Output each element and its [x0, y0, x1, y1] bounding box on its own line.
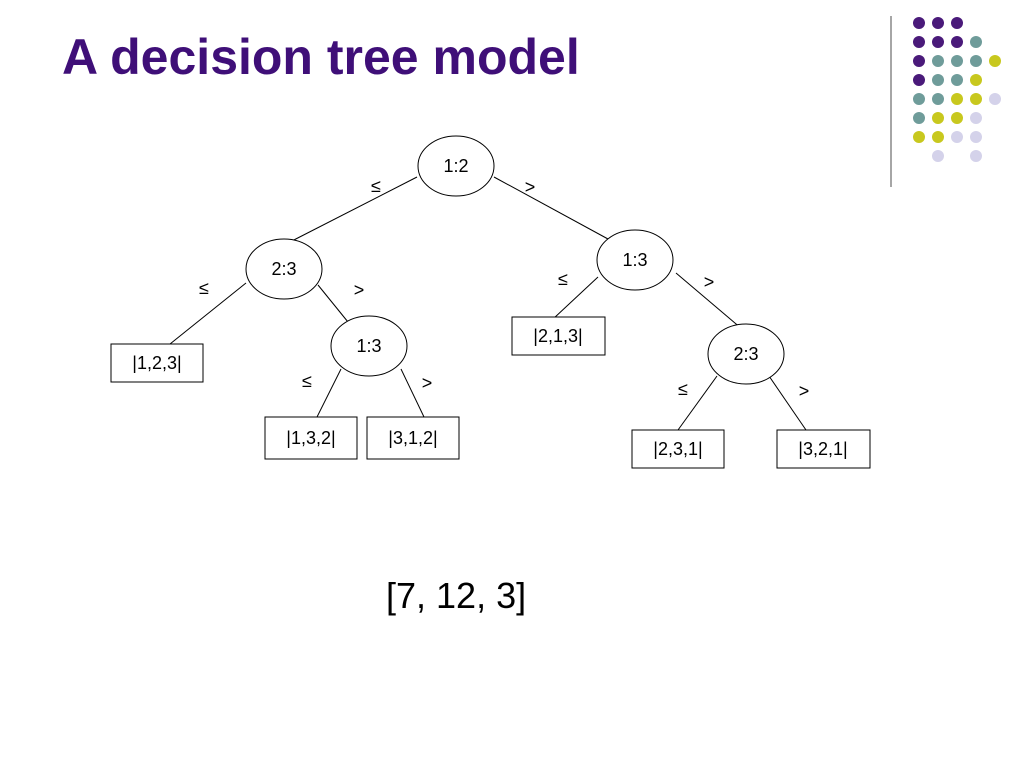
node-label: 1:3: [356, 336, 381, 356]
edge-label-gt: >: [799, 381, 810, 401]
dot: [970, 36, 982, 48]
edge-label-le: ≤: [199, 278, 209, 298]
edge-label-gt: >: [354, 280, 365, 300]
leaf-box: [631, 429, 725, 469]
edge: [285, 176, 418, 245]
slide-title: A decision tree model: [62, 29, 580, 85]
tree-leaf: |2,1,3|: [511, 316, 606, 356]
dot: [932, 112, 944, 124]
dot: [913, 74, 925, 86]
tree-node-left: 2:3: [245, 238, 323, 300]
edge: [316, 368, 342, 418]
leaf-box: [366, 416, 460, 460]
dot: [913, 17, 925, 29]
edge: [768, 375, 807, 431]
dot: [913, 93, 925, 105]
dot: [913, 131, 925, 143]
edge: [675, 272, 743, 330]
dot: [913, 55, 925, 67]
leaf-label: |1,2,3|: [132, 353, 181, 373]
tree-leaf: |1,3,2|: [264, 416, 358, 460]
edge: [400, 368, 425, 418]
dot: [970, 93, 982, 105]
tree-edges: [169, 176, 807, 431]
edge-label-le: ≤: [302, 371, 312, 391]
dot: [932, 74, 944, 86]
edge: [317, 284, 349, 323]
node-ellipse: [330, 315, 408, 377]
node-ellipse: [245, 238, 323, 300]
leaf-label: |2,1,3|: [533, 326, 582, 346]
tree-leaf: |3,1,2|: [366, 416, 460, 460]
leaf-label: |3,1,2|: [388, 428, 437, 448]
edge-labels: ≤ > ≤ > ≤ > ≤ > ≤ >: [199, 176, 809, 401]
edge: [677, 375, 718, 431]
node-ellipse: [417, 135, 495, 197]
dot-grid: [913, 17, 1001, 162]
leaf-box: [264, 416, 358, 460]
node-label: 2:3: [733, 344, 758, 364]
dot: [913, 112, 925, 124]
dot: [951, 17, 963, 29]
edge-label-gt: >: [422, 373, 433, 393]
node-label: 2:3: [271, 259, 296, 279]
tree-node-right-right: 2:3: [707, 323, 785, 385]
dot: [932, 36, 944, 48]
dot: [951, 55, 963, 67]
dot: [913, 36, 925, 48]
leaf-label: |2,3,1|: [653, 439, 702, 459]
dot: [951, 74, 963, 86]
dot: [932, 55, 944, 67]
tree-leaf: |1,2,3|: [110, 343, 204, 383]
dot: [970, 74, 982, 86]
dot: [932, 93, 944, 105]
leaf-label: |3,2,1|: [798, 439, 847, 459]
leaf-box: [776, 429, 871, 469]
node-ellipse: [707, 323, 785, 385]
edge: [169, 282, 247, 345]
edge: [552, 276, 599, 320]
dot: [932, 131, 944, 143]
dot: [951, 36, 963, 48]
dot: [989, 55, 1001, 67]
dot: [951, 93, 963, 105]
edge-label-le: ≤: [558, 269, 568, 289]
tree-leaf: |3,2,1|: [776, 429, 871, 469]
example-input-array: [7, 12, 3]: [386, 575, 527, 616]
tree-leaf: |2,3,1|: [631, 429, 725, 469]
tree-node-left-right: 1:3: [330, 315, 408, 377]
dot: [951, 112, 963, 124]
node-label: 1:2: [443, 156, 468, 176]
dot: [951, 131, 963, 143]
dot: [970, 150, 982, 162]
dot: [932, 150, 944, 162]
edge-label-gt: >: [525, 177, 536, 197]
edge: [493, 176, 609, 240]
tree-node-root: 1:2: [417, 135, 495, 197]
leaf-label: |1,3,2|: [286, 428, 335, 448]
dot: [989, 93, 1001, 105]
node-ellipse: [596, 229, 674, 291]
dot: [970, 112, 982, 124]
edge-label-le: ≤: [371, 176, 381, 196]
tree-node-right: 1:3: [596, 229, 674, 291]
dot: [970, 131, 982, 143]
edge-label-gt: >: [704, 272, 715, 292]
decorative-dot-grid: [890, 16, 1001, 187]
leaf-box: [511, 316, 606, 356]
leaf-box: [110, 343, 204, 383]
dot: [932, 17, 944, 29]
dot: [970, 55, 982, 67]
edge-label-le: ≤: [678, 379, 688, 399]
node-label: 1:3: [622, 250, 647, 270]
